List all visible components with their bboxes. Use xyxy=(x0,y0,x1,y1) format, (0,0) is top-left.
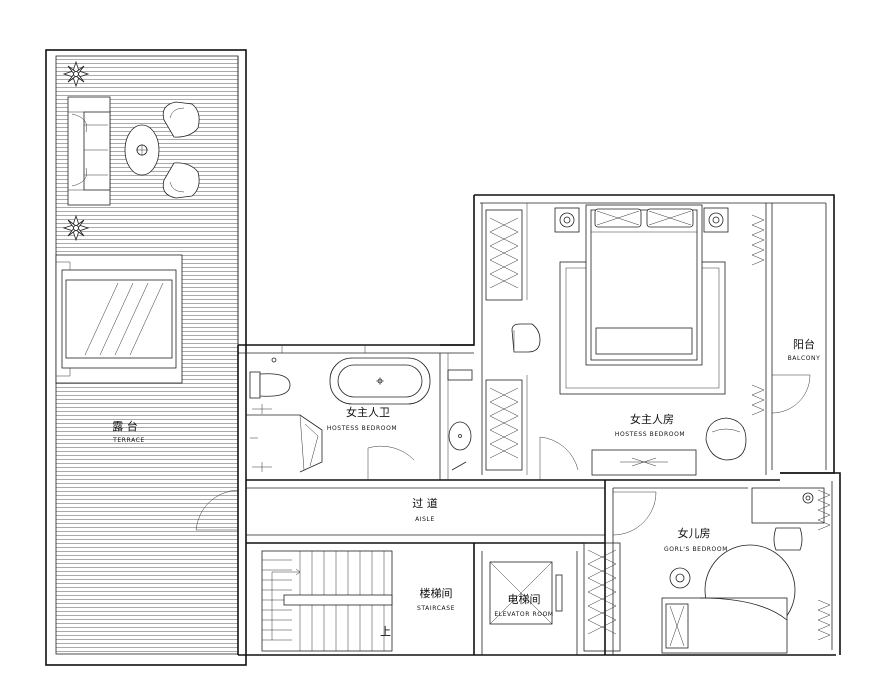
bedroom-door xyxy=(539,436,579,480)
curtain xyxy=(751,214,765,416)
curtain xyxy=(817,489,831,641)
side-table xyxy=(669,567,691,589)
terrace-label: 露 台 xyxy=(112,419,138,433)
sofa xyxy=(67,96,111,206)
desk-chair xyxy=(773,527,803,551)
wardrobe xyxy=(485,379,523,471)
glass-skylight xyxy=(55,254,183,384)
washbasin xyxy=(447,369,473,471)
terrace-door xyxy=(195,489,239,531)
nightstand xyxy=(703,207,729,233)
building-walls xyxy=(237,194,841,656)
nightstand xyxy=(554,207,580,233)
girls-room-door xyxy=(612,491,657,536)
wardrobe xyxy=(583,542,621,652)
bathtub xyxy=(329,357,431,405)
desk-chair xyxy=(511,323,541,353)
aisle-label: 过 道 xyxy=(412,496,438,510)
elevator-label: 电梯间 xyxy=(508,593,541,606)
hostess-bath-label-en: HOSTESS BEDROOM xyxy=(327,425,397,432)
desk xyxy=(751,487,825,524)
armchair xyxy=(162,162,200,199)
balcony-door xyxy=(771,374,811,414)
stair-up-mark: 上 xyxy=(380,625,391,638)
bed xyxy=(585,204,703,366)
wardrobe xyxy=(485,209,523,301)
terrace-label-en: TERRACE xyxy=(112,437,145,444)
aisle-label-en: AISLE xyxy=(415,516,435,523)
balcony-label-en: BALCONY xyxy=(788,355,821,362)
bed xyxy=(661,597,788,654)
hostess-bath-label: 女主人卫 xyxy=(346,405,390,419)
balcony-label: 阳台 xyxy=(793,337,815,351)
hostess-bedroom-label-en: HOSTESS BEDROOM xyxy=(615,431,685,438)
plant-icon xyxy=(62,214,90,242)
plant-icon xyxy=(62,60,90,88)
staircase xyxy=(261,550,393,652)
staircase-label-en: STAIRCASE xyxy=(417,605,455,612)
armchair xyxy=(162,101,200,138)
elevator-shaft xyxy=(489,561,563,625)
coffee-table xyxy=(124,124,160,176)
girls-bedroom-label: 女儿房 xyxy=(678,526,711,540)
hostess-bedroom-label: 女主人房 xyxy=(630,412,674,426)
girls-bedroom-label-en: GORL'S BEDROOM xyxy=(664,546,728,553)
elevator-label-en: ELEVATOR ROOM xyxy=(494,611,553,618)
toilet xyxy=(249,357,291,399)
shower-cubicle xyxy=(246,404,323,473)
staircase-label: 楼梯间 xyxy=(420,586,453,600)
lounge-chair xyxy=(705,417,747,461)
tv-console xyxy=(591,449,697,476)
bath-door xyxy=(367,445,415,480)
